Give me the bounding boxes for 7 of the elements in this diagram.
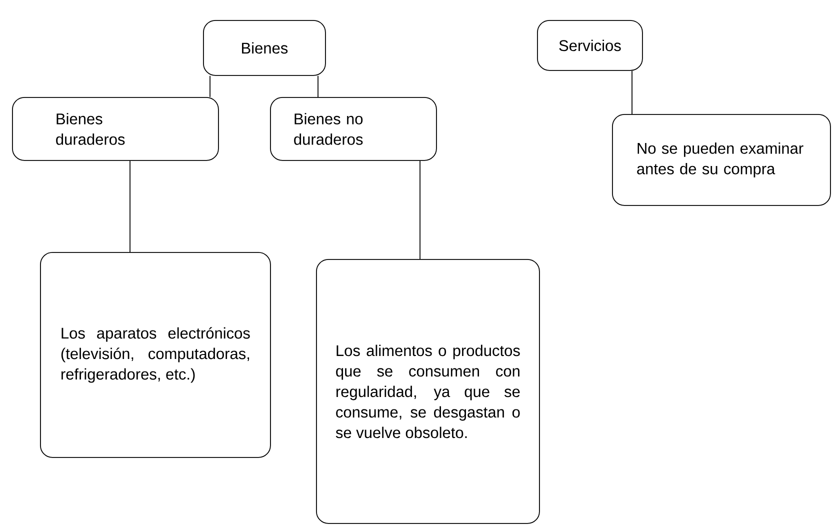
text-box: Los alimentos o productos que se consumen con regularidad, ya que se consume, se desgastan o se vuelve obsoleto. bbox=[316, 259, 540, 524]
text-box: Bienes bbox=[203, 20, 326, 76]
text-box: Bienes duraderos bbox=[12, 97, 219, 161]
text-box: Servicios bbox=[537, 20, 643, 71]
text-box: Los aparatos electrónicos (televisión, computadoras, refrigeradores, etc.) bbox=[40, 252, 271, 458]
text-box: No se pueden examinar antes de su compra bbox=[612, 114, 831, 206]
text-box: Bienes no duraderos bbox=[270, 97, 437, 161]
